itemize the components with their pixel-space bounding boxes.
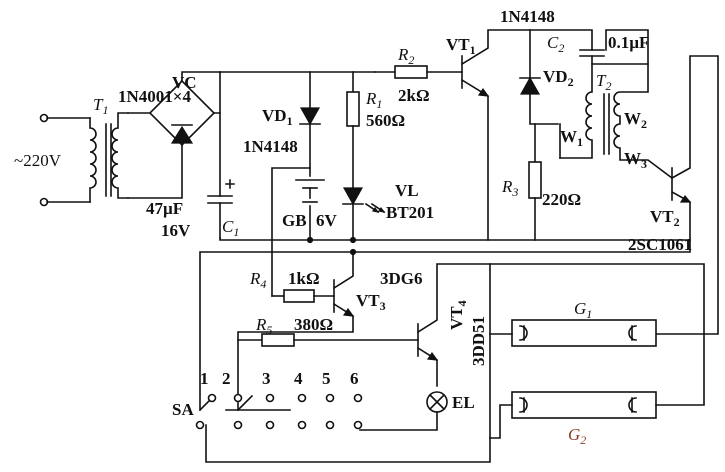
g1-label: G1 — [574, 299, 592, 321]
vd1-type: 1N4148 — [243, 137, 298, 156]
resistor-r5 — [237, 333, 419, 347]
r1-value: 560Ω — [366, 111, 405, 130]
r1-label: R1 — [365, 89, 382, 111]
c1-label: C1 — [222, 217, 239, 239]
t1-label: T1 — [93, 95, 108, 117]
el-label: EL — [452, 393, 475, 412]
led-vl — [342, 187, 386, 241]
bridge-diode-type: 1N4001×4 — [118, 87, 191, 106]
vt2-label: VT2 — [650, 207, 680, 229]
vd2-type: 1N4148 — [500, 7, 555, 26]
r2-label: R2 — [397, 45, 414, 67]
control-loop-wire — [199, 239, 691, 411]
g2-label: G2 — [568, 425, 586, 447]
gb-label: GB — [282, 211, 307, 230]
w1-label: W1 — [560, 127, 583, 149]
vd1-label: VD1 — [262, 106, 293, 128]
sa-label: SA — [172, 400, 194, 419]
mains-input — [39, 113, 91, 207]
c1-voltage: 16V — [161, 221, 191, 240]
sa-position-1: 1 — [200, 369, 209, 388]
r5-value: 380Ω — [294, 315, 333, 334]
r3-value: 220Ω — [542, 190, 581, 209]
r3-label: R3 — [501, 177, 518, 199]
sa-position-4: 4 — [294, 369, 303, 388]
resistor-r1 — [346, 71, 360, 189]
transistor-vt2 — [653, 55, 719, 335]
r4-label: R4 — [249, 269, 266, 291]
r4-value: 1kΩ — [288, 269, 320, 288]
vt4-label: VT4 — [447, 300, 469, 330]
sa-position-3: 3 — [262, 369, 271, 388]
sa-position-2: 2 — [222, 369, 231, 388]
vd2-label: VD2 — [543, 67, 574, 89]
c2-value: 0.1µF — [608, 33, 649, 52]
vt4-type: 3DD51 — [469, 316, 488, 366]
resistor-r2 — [374, 65, 463, 79]
vc-label: VC — [172, 73, 197, 92]
resistor-r3 — [528, 123, 561, 241]
transistor-vt1 — [460, 29, 593, 241]
mains-voltage-label: ~220V — [14, 151, 62, 170]
vt1-label: VT1 — [446, 35, 476, 57]
fluorescent-tube-g2 — [489, 263, 705, 439]
vt3-type: 3DG6 — [380, 269, 423, 288]
bridge-rectifier — [127, 71, 221, 199]
vl-type: BT201 — [386, 203, 434, 222]
r2-value: 2kΩ — [398, 86, 430, 105]
transformer-t1 — [89, 112, 129, 203]
lamp-el — [359, 391, 448, 431]
transformer-t2 — [559, 63, 674, 180]
ground-node-vl — [349, 236, 357, 244]
w2-label: W2 — [624, 109, 647, 131]
capacitor-c2 — [579, 29, 649, 65]
transistor-vt4 — [416, 263, 491, 439]
capacitor-c1 — [207, 71, 235, 239]
resistor-r4 — [271, 289, 335, 303]
fluorescent-tube-g1 — [489, 319, 657, 347]
battery-gb — [295, 179, 325, 241]
diode-vd1 — [299, 71, 321, 177]
c1-value: 47µF — [146, 199, 183, 218]
c2-label: C2 — [547, 33, 564, 55]
vt3-label: VT3 — [356, 291, 386, 313]
switch-sa — [195, 393, 491, 463]
ground-node-gb — [306, 236, 314, 244]
r5-label: R5 — [255, 315, 272, 337]
w3-label: W3 — [624, 149, 647, 171]
transistor-vt3 — [237, 251, 355, 411]
t2-label: T2 — [596, 71, 611, 93]
diode-vd2 — [519, 29, 559, 125]
ground-rail-wire — [219, 237, 691, 241]
gb-voltage: 6V — [316, 211, 338, 230]
sa-position-6: 6 — [350, 369, 359, 388]
vl-label: VL — [395, 181, 419, 200]
vt2-type: 2SC1061 — [628, 235, 692, 254]
sa-position-5: 5 — [322, 369, 331, 388]
vd1-to-r4-wire — [271, 167, 311, 297]
